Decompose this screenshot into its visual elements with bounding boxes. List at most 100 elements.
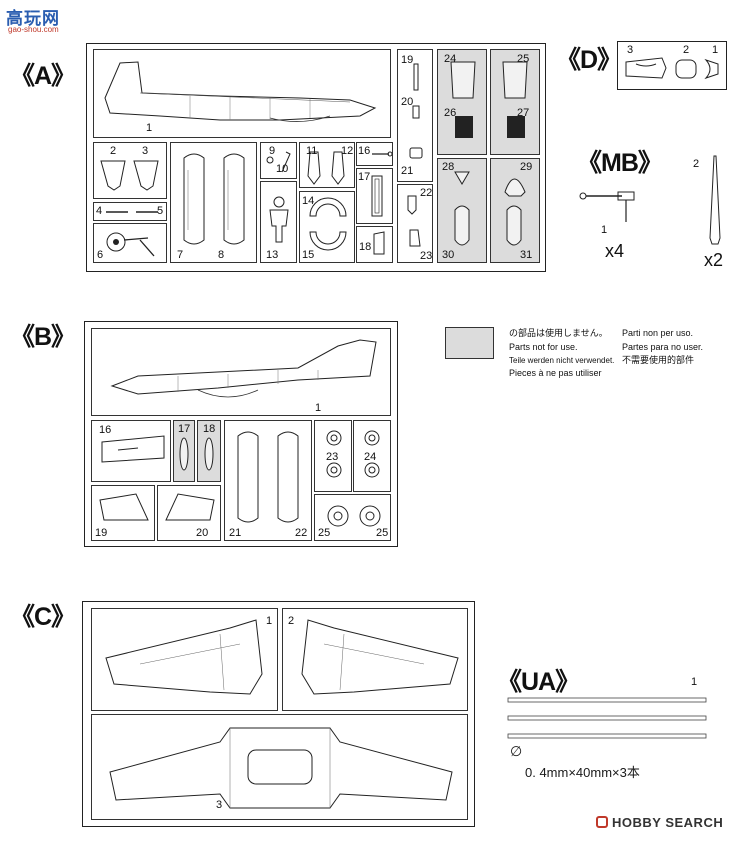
sprue-mb-qty-1: x4	[605, 241, 625, 261]
sprue-c-cell-3	[91, 714, 468, 820]
sprue-a-num-10: 10	[276, 163, 289, 175]
sprue-a-num-14: 14	[302, 195, 315, 207]
legend-line1-left: の部品は使用しません。	[509, 328, 608, 338]
sprue-c-part-1	[105, 619, 263, 695]
sprue-ua-num-1: 1	[691, 676, 698, 688]
watermark-bottom: HOBBY SEARCH	[596, 815, 746, 833]
sprue-a-part-29-31	[504, 178, 526, 246]
sprue-a-label: 《A》	[10, 62, 76, 90]
sprue-b-fuselage-part	[110, 339, 377, 398]
sprue-b-part-25	[327, 505, 381, 527]
sprue-a-part-9-10	[266, 151, 291, 173]
sprue-a-num-21: 21	[401, 165, 414, 177]
sprue-a-cell-19-21	[397, 49, 433, 182]
sprue-a-num-15: 15	[302, 249, 315, 261]
sprue-a-num-30: 30	[442, 249, 455, 261]
sprue-d-label: 《D》	[556, 46, 622, 74]
hobby-search-text: HOBBY SEARCH	[612, 815, 724, 830]
sprue-a-num-16: 16	[358, 145, 371, 157]
legend-line1-right: Parti non per uso.	[622, 328, 694, 338]
sprue-mb-qty-2: x2	[704, 250, 724, 270]
sprue-c-num-1: 1	[266, 615, 273, 627]
sprue-b-part-19	[99, 493, 149, 521]
sprue-a-fuselage-part	[104, 61, 377, 122]
sprue-mb-part-2	[709, 155, 721, 245]
legend-line2-left: Parts not for use.	[509, 342, 578, 352]
sprue-a-cell-11-12	[299, 142, 355, 188]
sprue-a-cell-6	[93, 223, 167, 263]
sprue-b-num-23: 23	[326, 451, 339, 463]
sprue-a-part-2-3	[100, 160, 159, 191]
sprue-a-num-31: 31	[520, 249, 533, 261]
sprue-b-part-16	[101, 435, 165, 463]
sprue-a-pilot-figure	[269, 196, 289, 243]
sprue-a-cell-7-8	[170, 142, 257, 263]
sprue-a-num-28: 28	[442, 161, 455, 173]
sprue-a-num-20: 20	[401, 96, 414, 108]
sprue-c-num-3: 3	[216, 799, 223, 811]
sprue-b-num-16: 16	[99, 424, 112, 436]
sprue-b-part-20	[165, 493, 215, 521]
sprue-b-num-25a: 25	[318, 527, 331, 539]
sprue-b-num-19: 19	[95, 527, 108, 539]
sprue-c-num-2: 2	[288, 615, 295, 627]
sprue-c-label: 《C》	[10, 603, 76, 631]
sprue-b-num-24: 24	[364, 451, 377, 463]
sprue-a-cell-18	[356, 226, 393, 263]
legend-swatch	[445, 327, 494, 359]
sprue-a-part-25-27	[502, 61, 528, 138]
sprue-b-num-20: 20	[196, 527, 209, 539]
sprue-b-cell-23	[314, 420, 352, 492]
sprue-a-part-14-15	[309, 197, 347, 251]
sprue-a-num-19: 19	[401, 54, 414, 66]
sprue-a-num-29: 29	[520, 161, 533, 173]
sprue-ua-spec: 0. 4mm×40mm×3本	[525, 765, 640, 780]
sprue-a-num-4: 4	[96, 205, 103, 217]
sprue-a-num-25: 25	[517, 53, 530, 65]
sprue-a-part-6	[106, 232, 155, 257]
sprue-b-cell-16	[91, 420, 171, 482]
sprue-a-num-13: 13	[266, 249, 279, 261]
sprue-c-part-3	[109, 727, 453, 809]
sprue-a-num-6: 6	[97, 249, 104, 261]
sprue-a-fuselage-cell	[93, 49, 391, 138]
sprue-a-part-16	[372, 151, 393, 157]
sprue-mb-num-1: 1	[601, 224, 608, 236]
sprue-a-num-11: 11	[306, 145, 318, 157]
sprue-b-part-23	[326, 430, 342, 478]
sprue-a-cell-9-10	[260, 142, 297, 179]
watermark-logo-text: 高玩网	[6, 9, 60, 28]
sprue-a-num-26: 26	[444, 107, 457, 119]
sprue-b-label: 《B》	[10, 323, 76, 351]
sprue-b-num-22: 22	[295, 527, 308, 539]
sprue-a-cell-2-3	[93, 142, 167, 199]
sprue-d-frame	[617, 41, 727, 90]
sprue-b-cell-21-22	[224, 420, 312, 541]
sprue-a-cell-14-15	[299, 191, 355, 263]
sprue-b-num-18: 18	[203, 423, 216, 435]
sprue-b-part-18	[204, 437, 214, 471]
sprue-b-part-17	[179, 437, 189, 471]
sprue-a-num-7: 7	[177, 249, 184, 261]
sprue-a-part-28-30	[454, 171, 470, 246]
sprue-a-num-1: 1	[146, 122, 153, 134]
sprue-a-num-27: 27	[517, 107, 530, 119]
sprue-a-num-12: 12	[341, 145, 354, 157]
sprue-c-part-2	[301, 619, 459, 695]
sprue-d-num-2: 2	[683, 44, 690, 56]
legend-line4-left: Pieces à ne pas utiliser	[509, 368, 602, 378]
sprue-a-part-17	[371, 175, 383, 217]
sprue-b-fuselage-cell	[91, 328, 391, 416]
sprue-ua-label: 《UA》	[497, 668, 580, 696]
sprue-b-part-24	[364, 430, 380, 478]
sprue-a-num-23: 23	[420, 250, 433, 262]
sprue-b-cell-20	[157, 485, 221, 541]
sprue-mb-label: 《MB》	[577, 149, 663, 177]
legend-line3-right: 不需要使用的部件	[622, 355, 695, 365]
sprue-d-num-3: 3	[627, 44, 634, 56]
sprue-mb-part-1	[579, 191, 635, 222]
sprue-b-num-17: 17	[178, 423, 191, 435]
sprue-b-part-21-22	[237, 431, 299, 523]
sprue-d-parts	[625, 57, 719, 80]
sprue-c-cell-1	[91, 608, 278, 711]
